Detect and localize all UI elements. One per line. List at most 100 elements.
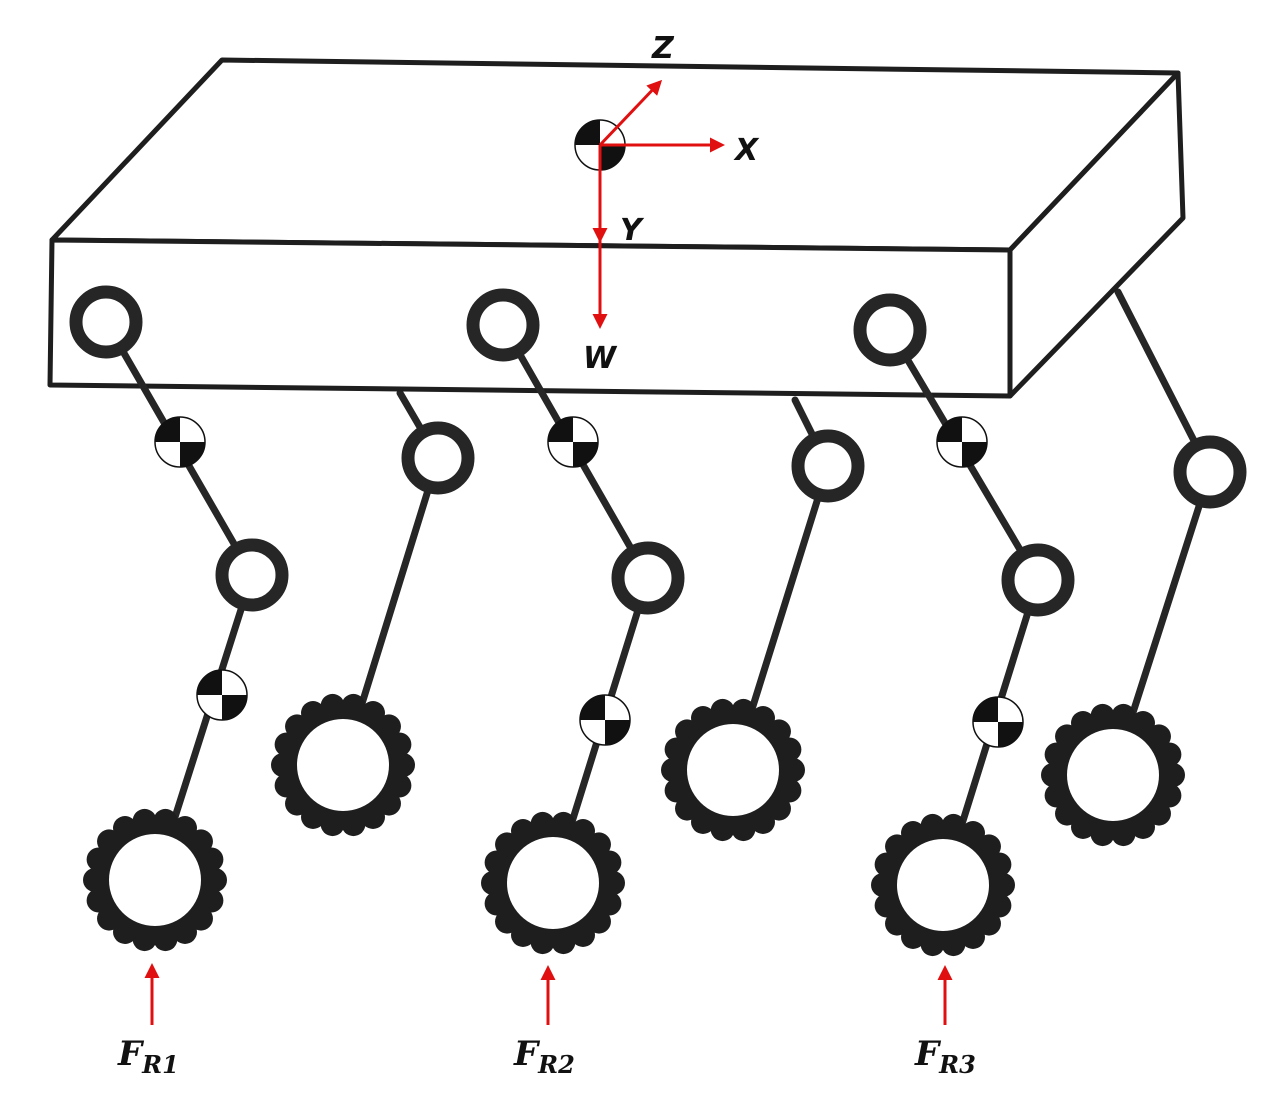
wheel-tooth — [530, 930, 555, 955]
wheel-tooth — [376, 791, 401, 816]
wheel-tooth — [551, 930, 576, 955]
rear-legs — [271, 288, 1247, 847]
wheel-tooth — [320, 693, 345, 718]
wheel-tooth — [781, 758, 805, 782]
wheel-tooth — [173, 919, 197, 944]
front-leg-2-thigh-com-icon — [547, 416, 599, 468]
wheel-tooth — [1044, 783, 1069, 808]
wheel-tooth — [361, 804, 385, 829]
wheel-tooth — [341, 812, 366, 837]
wheel-tooth — [153, 927, 178, 952]
front-legs — [69, 285, 1075, 957]
wheel-tooth — [285, 714, 310, 739]
wheel-tooth — [961, 924, 985, 949]
wheel-tooth — [901, 924, 925, 949]
reaction-force-2-subscript: R2 — [537, 1050, 575, 1079]
wheel-hub — [687, 724, 779, 816]
wheel-tooth — [885, 911, 910, 936]
front-leg-3 — [853, 293, 1075, 957]
wheel-tooth — [664, 778, 689, 803]
com-quadrant — [580, 695, 605, 720]
wheel-tooth — [661, 758, 685, 782]
wheel-tooth — [341, 693, 366, 718]
wheel-tooth — [751, 706, 775, 731]
wheel-tooth — [132, 927, 157, 952]
wheel-tooth — [901, 821, 925, 846]
rear-leg-3 — [1041, 288, 1247, 847]
z-axis-arrow — [598, 79, 663, 147]
wheel-hub — [1067, 729, 1159, 821]
wheel-tooth — [86, 847, 111, 872]
wheel-tooth — [387, 732, 412, 757]
wheel-tooth — [188, 906, 213, 931]
wheel-tooth — [586, 909, 611, 934]
body-side-face — [1007, 70, 1186, 399]
wheel-tooth — [511, 819, 535, 844]
wheel-tooth — [941, 813, 966, 838]
wheel-tooth — [597, 891, 622, 916]
wheel-hub — [897, 839, 989, 931]
wheel-tooth — [301, 701, 325, 726]
wheel-tooth — [987, 852, 1012, 877]
wheel-tooth — [495, 832, 520, 857]
com-quadrant — [548, 417, 573, 442]
wheel-tooth — [691, 706, 715, 731]
com-quadrant — [575, 120, 600, 145]
com-quadrant — [573, 442, 598, 467]
reaction-force-3-label: FR3 — [914, 1034, 976, 1079]
front-leg-3-thigh-com-icon — [936, 416, 988, 468]
wheel-tooth — [777, 778, 802, 803]
wheel-tooth — [188, 829, 213, 854]
wheel-tooth — [731, 817, 756, 842]
wheel-tooth — [675, 719, 700, 744]
wheel-tooth — [530, 811, 555, 836]
wheel-tooth — [97, 829, 122, 854]
wheel-tooth — [1090, 822, 1115, 847]
wheel-tooth — [1055, 724, 1080, 749]
wheel-tooth — [153, 808, 178, 833]
wheel-tooth — [691, 809, 715, 834]
com-quadrant — [998, 722, 1023, 747]
wheel-tooth — [1131, 711, 1155, 736]
wheel-tooth — [1071, 711, 1095, 736]
x-axis-label: X — [733, 133, 760, 168]
y-axis-label: Y — [620, 213, 645, 248]
front-leg-1-knee-joint-icon — [215, 538, 289, 612]
wheel-tooth — [766, 796, 791, 821]
com-quadrant — [962, 442, 987, 467]
wheel-tooth — [571, 819, 595, 844]
wheel-tooth — [551, 811, 576, 836]
wheel-tooth — [132, 808, 157, 833]
wheel-tooth — [1055, 801, 1080, 826]
front-leg-1-wheel-icon — [83, 808, 227, 952]
front-leg-2-knee-joint-icon — [611, 541, 685, 615]
front-leg-2-hip-joint-icon — [466, 288, 540, 362]
com-quadrant — [222, 695, 247, 720]
wheel-tooth — [874, 893, 899, 918]
wheel-tooth — [86, 888, 111, 913]
front-leg-3-knee-joint-icon — [1001, 543, 1075, 617]
wheel-tooth — [874, 852, 899, 877]
wheel-tooth — [1044, 742, 1069, 767]
wheel-tooth — [1146, 724, 1171, 749]
wheel-tooth — [83, 868, 107, 892]
wheel-tooth — [113, 816, 137, 841]
wheel-tooth — [766, 719, 791, 744]
front-leg-1-shank-com-icon — [196, 669, 248, 721]
wheel-tooth — [387, 773, 412, 798]
reaction-force-3-symbol: F — [914, 1034, 942, 1074]
front-leg-3-hip-joint-icon — [853, 293, 927, 367]
wheel-tooth — [941, 932, 966, 957]
com-quadrant — [155, 417, 180, 442]
com-quadrant — [605, 720, 630, 745]
front-leg-2-wheel-icon — [481, 811, 625, 955]
wheel-tooth — [1157, 742, 1182, 767]
wheel-tooth — [991, 873, 1015, 897]
wheel-tooth — [1161, 763, 1185, 787]
com-quadrant — [600, 145, 625, 170]
wheel-tooth — [920, 813, 945, 838]
wheel-tooth — [976, 834, 1001, 859]
wheel-tooth — [710, 698, 735, 723]
w-axis-label: W — [583, 341, 618, 376]
